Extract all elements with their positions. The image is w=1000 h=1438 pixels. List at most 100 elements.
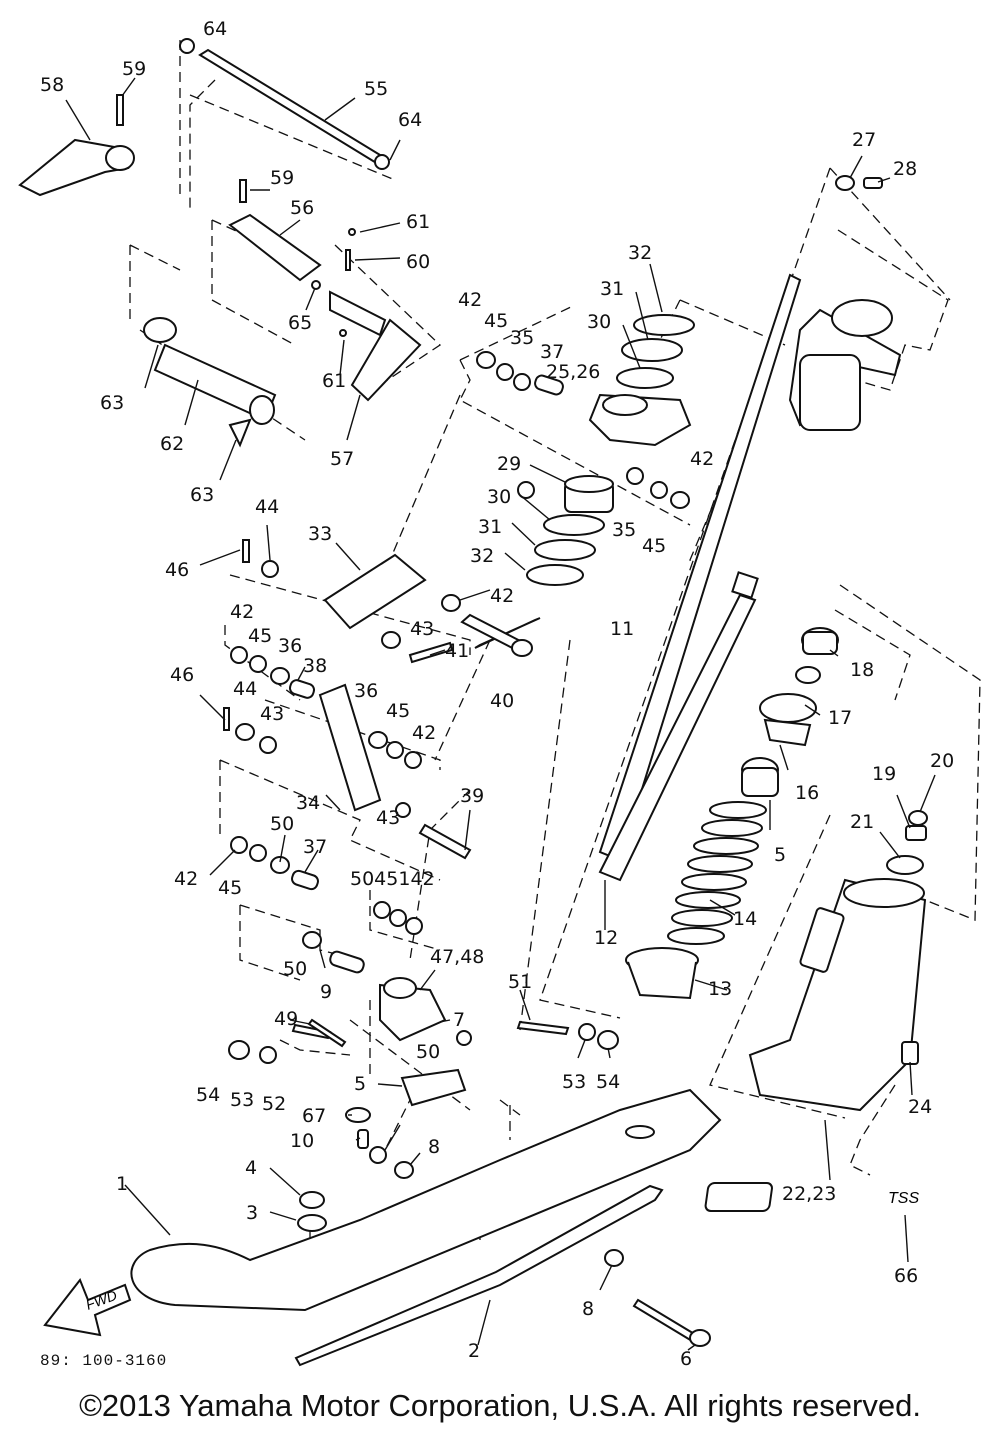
callout-66: 66 bbox=[894, 1265, 918, 1287]
callout-45: 45 bbox=[248, 625, 272, 647]
callout-32: 32 bbox=[470, 545, 494, 567]
callout-50: 50 bbox=[416, 1041, 440, 1063]
callout-16: 16 bbox=[795, 782, 819, 804]
callout-29: 29 bbox=[497, 453, 521, 475]
catalog-code: 89: 100-3160 bbox=[40, 1352, 168, 1370]
callout-59: 59 bbox=[270, 167, 294, 189]
callout-12: 12 bbox=[594, 927, 618, 949]
part-33-link bbox=[323, 553, 427, 630]
callout-43: 43 bbox=[260, 703, 284, 725]
callout-50: 50 bbox=[283, 958, 307, 980]
callout-19: 19 bbox=[872, 763, 896, 785]
callout-5: 5 bbox=[774, 844, 786, 866]
callout-30: 30 bbox=[487, 486, 511, 508]
callout-62: 62 bbox=[160, 433, 184, 455]
rocker-arm-group bbox=[223, 314, 695, 1179]
callout-41: 41 bbox=[445, 640, 469, 662]
callout-27: 27 bbox=[852, 129, 876, 151]
callout-6: 6 bbox=[680, 1348, 692, 1370]
callout-10: 10 bbox=[290, 1130, 314, 1152]
callout-3: 3 bbox=[246, 1202, 258, 1224]
callout-42: 42 bbox=[230, 601, 254, 623]
callout-40: 40 bbox=[490, 690, 514, 712]
part-67-rubber bbox=[345, 1107, 371, 1123]
part-59-pin-b bbox=[239, 179, 247, 203]
callout-11: 11 bbox=[610, 618, 634, 640]
callout-60: 60 bbox=[406, 251, 430, 273]
callout-25-26: 25,26 bbox=[546, 361, 600, 383]
callout-14: 14 bbox=[733, 908, 757, 930]
callout-1: 1 bbox=[116, 1173, 128, 1195]
callout-9: 9 bbox=[320, 981, 332, 1003]
part-28-fitting bbox=[863, 177, 883, 189]
part-8-nut bbox=[394, 1161, 414, 1179]
upper-mount-top bbox=[831, 299, 893, 337]
callout-42: 42 bbox=[458, 289, 482, 311]
part-20-nut bbox=[908, 810, 928, 826]
part-57-shaft-end bbox=[329, 290, 387, 337]
shock-absorber-assembly bbox=[598, 175, 928, 1112]
callout-61: 61 bbox=[406, 211, 430, 233]
callout-55: 55 bbox=[364, 78, 388, 100]
callout-20: 20 bbox=[930, 750, 954, 772]
fwd-arrow bbox=[43, 1278, 132, 1337]
part-61-clip bbox=[348, 228, 356, 236]
part-31-washer bbox=[621, 338, 683, 362]
callout-50-45-142: 5045142 bbox=[350, 868, 435, 890]
callout-30: 30 bbox=[587, 311, 611, 333]
callout-42: 42 bbox=[412, 722, 436, 744]
part-3-washer bbox=[297, 1214, 327, 1232]
callout-54: 54 bbox=[596, 1071, 620, 1093]
callout-50: 50 bbox=[270, 813, 294, 835]
callout-22-23: 22,23 bbox=[782, 1183, 836, 1205]
callout-32: 32 bbox=[628, 242, 652, 264]
callout-2: 2 bbox=[468, 1340, 480, 1362]
part-51-bolt bbox=[516, 1020, 570, 1036]
callout-33: 33 bbox=[308, 523, 332, 545]
callout-13: 13 bbox=[708, 978, 732, 1000]
callout-64: 64 bbox=[203, 18, 227, 40]
callout-63: 63 bbox=[100, 392, 124, 414]
callout-51: 51 bbox=[508, 971, 532, 993]
callout-61: 61 bbox=[322, 370, 346, 392]
callout-44: 44 bbox=[255, 496, 279, 518]
callout-53: 53 bbox=[562, 1071, 586, 1093]
callout-5: 5 bbox=[354, 1073, 366, 1095]
part-61-clip-b bbox=[339, 329, 347, 337]
callout-65: 65 bbox=[288, 312, 312, 334]
part-24-bolt bbox=[901, 1041, 919, 1065]
part-2-runner bbox=[294, 1184, 664, 1367]
callout-42: 42 bbox=[490, 585, 514, 607]
callout-45: 45 bbox=[484, 310, 508, 332]
callout-31: 31 bbox=[478, 516, 502, 538]
callout-54: 54 bbox=[196, 1084, 220, 1106]
part-65-clip bbox=[311, 280, 321, 290]
part-31-washer-b bbox=[534, 539, 596, 561]
part-17-stopper bbox=[795, 666, 821, 684]
callout-35: 35 bbox=[612, 519, 636, 541]
callout-57: 57 bbox=[330, 448, 354, 470]
ski-assembly: FWD TSS bbox=[43, 1088, 919, 1367]
part-4-damper bbox=[299, 1191, 325, 1209]
tss-emblem bbox=[704, 1182, 773, 1212]
part-14-coil-spring bbox=[667, 801, 767, 945]
part-41-bolt bbox=[408, 641, 454, 664]
part-27-nut bbox=[835, 175, 855, 191]
callout-28: 28 bbox=[893, 158, 917, 180]
part-19-washer bbox=[905, 825, 927, 841]
part-21-plate bbox=[886, 855, 924, 875]
callout-4: 4 bbox=[245, 1157, 257, 1179]
part-16-spring-seat bbox=[759, 693, 817, 723]
callout-52: 52 bbox=[262, 1093, 286, 1115]
callout-58: 58 bbox=[40, 74, 64, 96]
callout-67: 67 bbox=[302, 1105, 326, 1127]
callout-45: 45 bbox=[218, 877, 242, 899]
part-55-rod bbox=[198, 48, 387, 166]
part-34-arm bbox=[318, 683, 382, 812]
callout-39: 39 bbox=[460, 785, 484, 807]
part-49-bolt bbox=[307, 1018, 347, 1048]
leader-lines bbox=[65, 77, 936, 1351]
damper-body-lower bbox=[598, 593, 757, 882]
part-59-pin bbox=[116, 94, 124, 126]
